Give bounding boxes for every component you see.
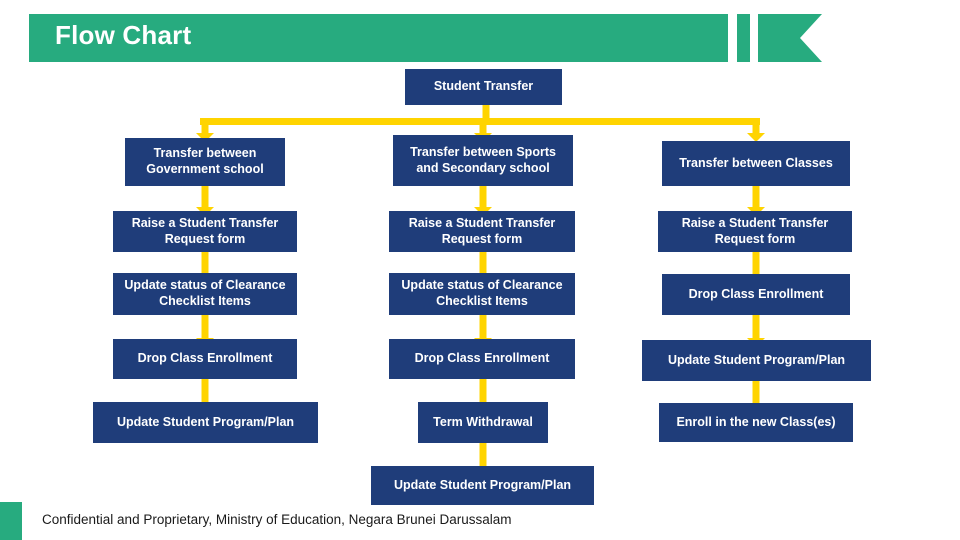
node-col2-step3[interactable]: Drop Class Enrollment — [389, 339, 575, 379]
header-banner: Flow Chart — [0, 0, 960, 62]
connector-to-col1-head — [196, 118, 214, 142]
node-root[interactable]: Student Transfer — [405, 69, 562, 105]
page-title: Flow Chart — [55, 20, 192, 50]
node-col1-step4[interactable]: Update Student Program/Plan — [93, 402, 318, 443]
node-col1-step1[interactable]: Raise a Student Transfer Request form — [113, 211, 297, 252]
connector-root-down — [477, 105, 495, 121]
header-bar-left-notch — [22, 14, 29, 62]
connector-to-col3-head — [747, 118, 765, 142]
header-accent-tick-2 — [758, 14, 800, 62]
node-col3-step3[interactable]: Update Student Program/Plan — [642, 340, 871, 381]
node-col3-step2[interactable]: Drop Class Enrollment — [662, 274, 850, 315]
footer-accent-block — [0, 502, 22, 540]
node-col1-step3[interactable]: Drop Class Enrollment — [113, 339, 297, 379]
node-col2-heading[interactable]: Transfer between Sports and Secondary sc… — [393, 135, 573, 186]
node-col3-step1[interactable]: Raise a Student Transfer Request form — [658, 211, 852, 252]
node-col3-step4[interactable]: Enroll in the new Class(es) — [659, 403, 853, 442]
node-col1-heading[interactable]: Transfer between Government school — [125, 138, 285, 186]
header-arrow-icon — [800, 14, 822, 62]
footer — [0, 502, 960, 540]
node-col2-step4[interactable]: Term Withdrawal — [418, 402, 548, 443]
node-col2-step5[interactable]: Update Student Program/Plan — [371, 466, 594, 505]
flow-chart-canvas: Student Transfer Transfer between Govern… — [0, 62, 960, 505]
header-accent-tick-1 — [737, 14, 750, 62]
node-col2-step1[interactable]: Raise a Student Transfer Request form — [389, 211, 575, 252]
node-col1-step2[interactable]: Update status of Clearance Checklist Ite… — [113, 273, 297, 315]
footer-text: Confidential and Proprietary, Ministry o… — [42, 512, 512, 527]
node-col2-step2[interactable]: Update status of Clearance Checklist Ite… — [389, 273, 575, 315]
node-col3-heading[interactable]: Transfer between Classes — [662, 141, 850, 186]
header-bar — [22, 14, 728, 62]
